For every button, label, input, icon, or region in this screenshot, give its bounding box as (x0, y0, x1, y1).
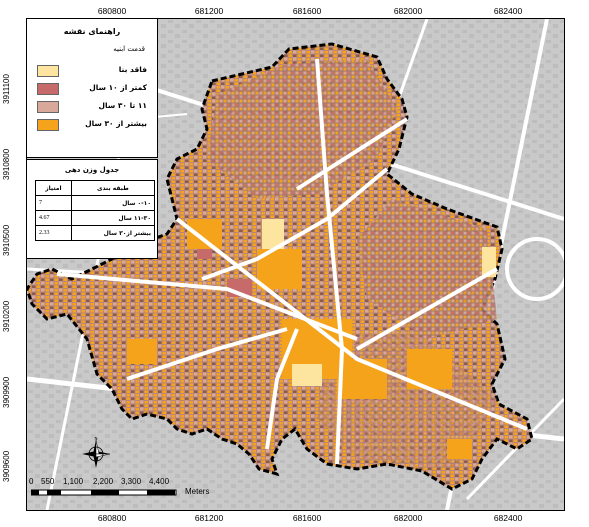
x-tick-top-0: 680800 (97, 6, 127, 16)
y-tick-0: 3911100 (2, 74, 11, 104)
weights-score: 4.67 (35, 210, 72, 226)
weights-class: ۱۱-۳۰ سال (70, 210, 156, 226)
legend-title: راهنمای نقشه (63, 27, 121, 36)
legend-label-no-building: فاقد بنا (118, 65, 147, 74)
legend-swatch-under-10 (37, 83, 59, 95)
weights-header-score: امتیاز (35, 180, 72, 196)
x-tick-bottom-1: 681200 (194, 513, 224, 523)
table-row: 2.33 بیشتر از۳۰ سال (35, 225, 156, 241)
x-tick-top-2: 681600 (292, 6, 322, 16)
legend-swatch-11-30 (37, 101, 59, 113)
legend-subtitle: قدمت ابنیه (113, 45, 145, 53)
weights-header-class: طبقه بندی (70, 180, 156, 196)
north-arrow-icon: N (82, 437, 111, 468)
table-row: 7 ۰-۱۰ سال (35, 195, 156, 211)
scale-bar-graphic (31, 489, 177, 496)
internal-streets (56, 58, 528, 465)
map-canvas (27, 19, 564, 510)
y-tick-3: 3910200 (2, 300, 11, 332)
scale-label-0: 0 (29, 477, 34, 486)
legend-label-over-30: بیشتر از ۳۰ سال (85, 119, 147, 128)
legend-item-11-30: ۱۱ تا ۳۰ سال (37, 101, 147, 113)
scale-unit: Meters (185, 487, 210, 496)
north-label: N (95, 437, 98, 441)
legend: راهنمای نقشه قدمت ابنیه فاقد بنا کمتر از… (27, 19, 158, 158)
x-tick-top-1: 681200 (194, 6, 224, 16)
y-tick-2: 3910500 (2, 224, 11, 256)
x-tick-bottom-3: 682000 (393, 513, 423, 523)
legend-label-under-10: کمتر از ۱۰ سال (89, 83, 147, 92)
weights-score: 2.33 (35, 225, 72, 241)
scale-label-2: 1,100 (63, 477, 84, 486)
weights-class: بیشتر از۳۰ سال (70, 225, 156, 241)
map-frame: راهنمای نقشه قدمت ابنیه فاقد بنا کمتر از… (26, 18, 565, 511)
x-tick-bottom-4: 682400 (493, 513, 523, 523)
y-tick-4: 3909900 (2, 376, 11, 408)
x-tick-bottom-0: 680800 (97, 513, 127, 523)
weights-table: امتیاز طبقه بندی 7 ۰-۱۰ سال 4.67 ۱۱-۳۰ س… (35, 180, 156, 241)
table-row: 4.67 ۱۱-۳۰ سال (35, 210, 156, 226)
scale-label-3: 2,200 (93, 477, 114, 486)
x-tick-bottom-2: 681600 (292, 513, 322, 523)
scale-label-4: 3,300 (121, 477, 142, 486)
legend-swatch-over-30 (37, 119, 59, 131)
legend-swatch-no-building (37, 65, 59, 77)
weights-table-title: جدول وزن دهی (64, 166, 120, 174)
legend-label-11-30: ۱۱ تا ۳۰ سال (98, 101, 147, 110)
scale-label-1: 550 (41, 477, 55, 486)
scale-bar: 0 550 1,100 2,200 3,300 4,400 Meters (29, 477, 214, 507)
legend-item-over-30: بیشتر از ۳۰ سال (37, 119, 147, 131)
legend-item-no-building: فاقد بنا (37, 65, 147, 77)
weights-table-header: امتیاز طبقه بندی (35, 180, 156, 196)
legend-item-under-10: کمتر از ۱۰ سال (37, 83, 147, 95)
weights-table-panel: جدول وزن دهی امتیاز طبقه بندی 7 ۰-۱۰ سال… (27, 159, 158, 259)
weights-class: ۰-۱۰ سال (70, 195, 156, 211)
x-tick-top-3: 682000 (393, 6, 423, 16)
y-tick-1: 3910800 (2, 148, 11, 180)
x-tick-top-4: 682400 (493, 6, 523, 16)
scale-label-5: 4,400 (149, 477, 170, 486)
weights-score: 7 (35, 195, 72, 211)
y-tick-5: 3909600 (2, 450, 11, 482)
